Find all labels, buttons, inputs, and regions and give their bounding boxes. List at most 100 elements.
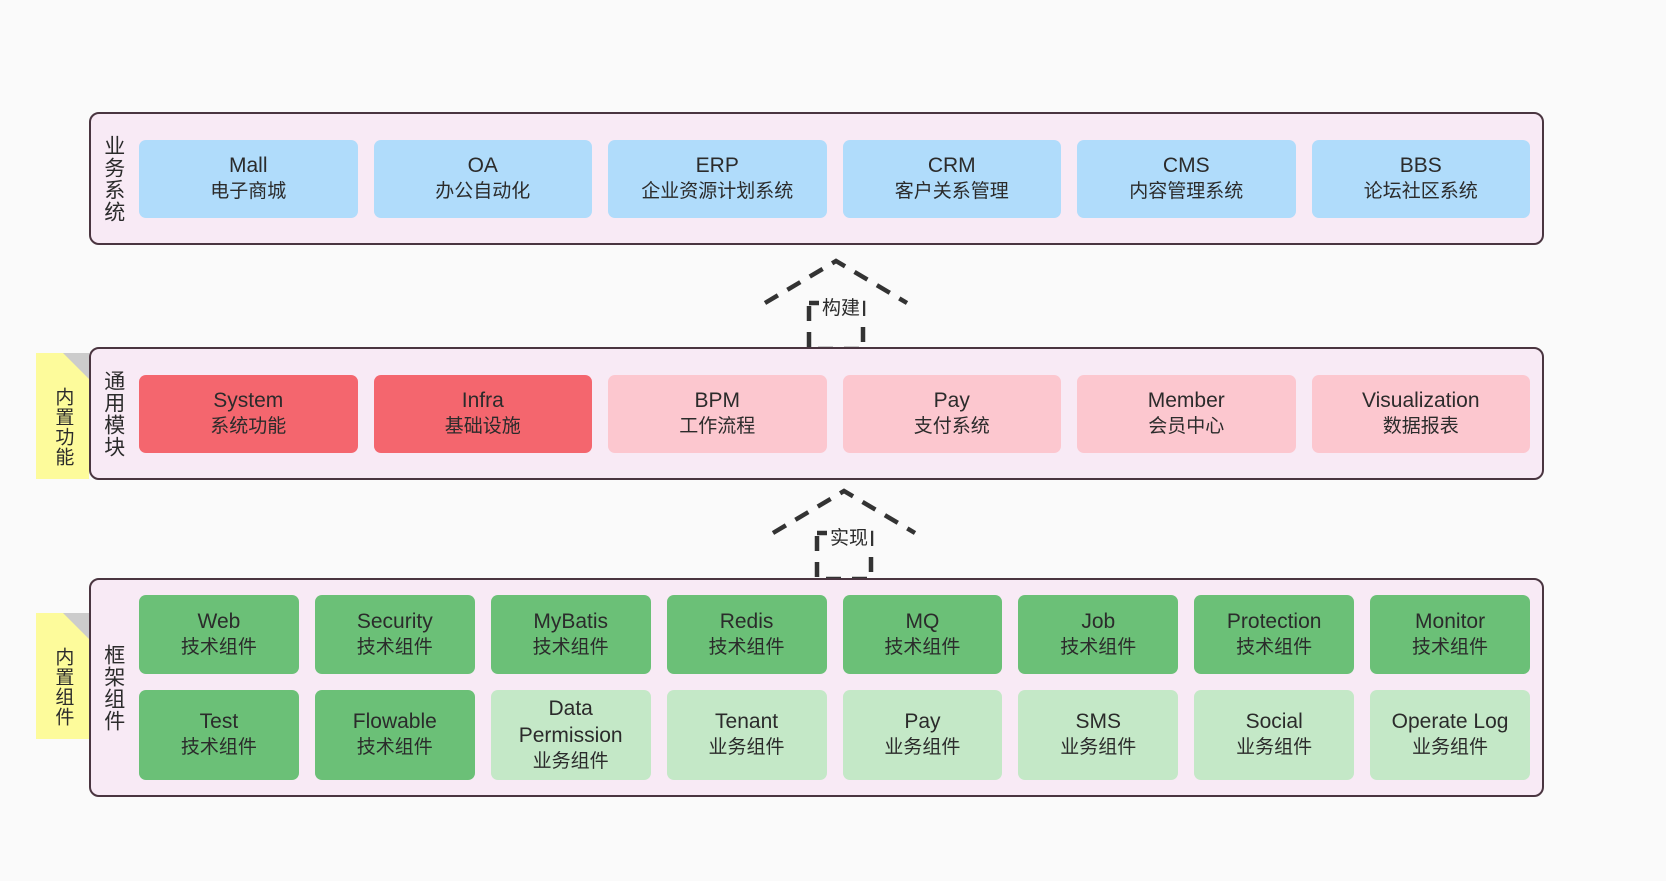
framework-row-business: Test 技术组件 Flowable 技术组件 Data Permission … [139, 689, 1530, 781]
component-subtitle: 业务组件 [708, 737, 785, 759]
module-box-pay[interactable]: Pay 支付系统 [842, 374, 1061, 453]
component-title: Job [1081, 609, 1116, 633]
module-box-crm[interactable]: CRM 客户关系管理 [842, 139, 1061, 218]
module-title: ERP [695, 153, 739, 177]
component-box-protection[interactable]: Protection 技术组件 [1194, 594, 1355, 674]
module-box-cms[interactable]: CMS 内容管理系统 [1077, 139, 1296, 218]
component-title: SMS [1075, 710, 1122, 734]
module-box-system[interactable]: System 系统功能 [139, 374, 358, 453]
component-title: Protection [1226, 609, 1322, 633]
component-subtitle: 业务组件 [1236, 737, 1313, 759]
component-box-monitor[interactable]: Monitor 技术组件 [1370, 594, 1530, 674]
module-subtitle: 支付系统 [913, 415, 990, 437]
component-subtitle: 技术组件 [356, 737, 433, 759]
module-subtitle: 内容管理系统 [1129, 180, 1244, 202]
component-title: Security [356, 609, 433, 633]
component-subtitle: 技术组件 [1236, 636, 1313, 658]
module-box-bpm[interactable]: BPM 工作流程 [608, 374, 827, 453]
component-box-sms[interactable]: SMS 业务组件 [1018, 689, 1179, 781]
component-subtitle: 技术组件 [1060, 636, 1137, 658]
module-subtitle: 企业资源计划系统 [641, 180, 794, 202]
layer-body-common-modules: System 系统功能 Infra 基础设施 BPM 工作流程 Pay 支付系统… [135, 349, 1542, 478]
connector-implement: 实现 [769, 487, 919, 582]
component-title: Tenant [715, 710, 779, 734]
component-box-redis[interactable]: Redis 技术组件 [666, 594, 827, 674]
module-title: Member [1147, 388, 1225, 412]
component-subtitle: 技术组件 [356, 636, 433, 658]
component-box-security[interactable]: Security 技术组件 [314, 594, 475, 674]
component-box-flowable[interactable]: Flowable 技术组件 [314, 689, 475, 781]
module-subtitle: 客户关系管理 [894, 180, 1009, 202]
module-subtitle: 基础设施 [444, 415, 521, 437]
component-box-social[interactable]: Social 业务组件 [1194, 689, 1355, 781]
component-subtitle: 技术组件 [1412, 636, 1489, 658]
component-title: Pay [904, 710, 941, 734]
note-label: 内置组件 [52, 647, 74, 727]
connector-build: 构建 [761, 257, 911, 352]
module-box-erp[interactable]: ERP 企业资源计划系统 [608, 139, 827, 218]
module-title: Pay [933, 388, 970, 412]
module-box-infra[interactable]: Infra 基础设施 [373, 374, 592, 453]
framework-row-technical: Web 技术组件 Security 技术组件 MyBatis 技术组件 Redi… [139, 594, 1530, 674]
component-subtitle: 技术组件 [884, 636, 961, 658]
component-box-job[interactable]: Job 技术组件 [1018, 594, 1179, 674]
component-title: Operate Log [1391, 710, 1509, 734]
module-title: OA [467, 153, 498, 177]
layer-business-systems: 业务系统 Mall 电子商城 OA 办公自动化 ERP 企业资源计划系统 CRM… [89, 112, 1544, 245]
component-subtitle: 业务组件 [532, 750, 609, 772]
module-subtitle: 论坛社区系统 [1363, 180, 1478, 202]
module-title: CMS [1162, 153, 1210, 177]
layer-body-business-systems: Mall 电子商城 OA 办公自动化 ERP 企业资源计划系统 CRM 客户关系… [135, 114, 1542, 243]
component-box-data-permission[interactable]: Data Permission 业务组件 [490, 689, 651, 781]
layer-label-business-systems: 业务系统 [101, 134, 125, 223]
layer-label-framework-components: 框架组件 [101, 643, 125, 732]
component-subtitle: 业务组件 [1060, 737, 1137, 759]
component-box-operate-log[interactable]: Operate Log 业务组件 [1370, 689, 1530, 781]
component-box-web[interactable]: Web 技术组件 [139, 594, 299, 674]
module-box-member[interactable]: Member 会员中心 [1077, 374, 1296, 453]
component-box-mq[interactable]: MQ 技术组件 [842, 594, 1003, 674]
component-subtitle: 技术组件 [708, 636, 785, 658]
module-subtitle: 系统功能 [210, 415, 287, 437]
layer-body-framework-components: Web 技术组件 Security 技术组件 MyBatis 技术组件 Redi… [135, 580, 1542, 795]
component-box-mybatis[interactable]: MyBatis 技术组件 [490, 594, 651, 674]
module-box-oa[interactable]: OA 办公自动化 [373, 139, 592, 218]
component-subtitle: 技术组件 [180, 737, 257, 759]
component-box-pay[interactable]: Pay 业务组件 [842, 689, 1003, 781]
component-title: Flowable [352, 710, 437, 734]
component-subtitle: 业务组件 [1412, 737, 1489, 759]
module-subtitle: 电子商城 [210, 180, 287, 202]
module-subtitle: 会员中心 [1148, 415, 1225, 437]
module-box-visualization[interactable]: Visualization 数据报表 [1311, 374, 1530, 453]
layer-label-common-modules: 通用模块 [101, 369, 125, 458]
module-box-mall[interactable]: Mall 电子商城 [139, 139, 358, 218]
component-subtitle: 技术组件 [180, 636, 257, 658]
component-box-tenant[interactable]: Tenant 业务组件 [666, 689, 827, 781]
connector-label: 构建 [819, 293, 864, 320]
component-subtitle: 技术组件 [532, 636, 609, 658]
module-title: BBS [1399, 153, 1442, 177]
note-builtin-features: 内置功能 [36, 353, 89, 479]
component-title: Data Permission [518, 696, 623, 747]
connector-label: 实现 [827, 523, 872, 550]
component-title: Web [197, 609, 241, 633]
component-title: Test [199, 710, 239, 734]
layer-framework-components: 框架组件 Web 技术组件 Security 技术组件 MyBatis 技术组件… [89, 578, 1544, 797]
layer-common-modules: 通用模块 System 系统功能 Infra 基础设施 BPM 工作流程 Pay… [89, 347, 1544, 480]
module-title: System [213, 388, 284, 412]
component-title: Social [1245, 710, 1303, 734]
component-subtitle: 业务组件 [884, 737, 961, 759]
component-title: Monitor [1415, 609, 1486, 633]
component-title: Redis [719, 609, 774, 633]
module-title: Visualization [1361, 388, 1480, 412]
component-title: MyBatis [533, 609, 609, 633]
module-box-bbs[interactable]: BBS 论坛社区系统 [1311, 139, 1530, 218]
module-subtitle: 数据报表 [1382, 415, 1459, 437]
component-box-test[interactable]: Test 技术组件 [139, 689, 299, 781]
module-title: CRM [927, 153, 976, 177]
note-label: 内置功能 [52, 387, 74, 467]
module-subtitle: 办公自动化 [435, 180, 531, 202]
module-title: Mall [228, 153, 268, 177]
module-subtitle: 工作流程 [679, 415, 756, 437]
component-title: MQ [905, 609, 940, 633]
